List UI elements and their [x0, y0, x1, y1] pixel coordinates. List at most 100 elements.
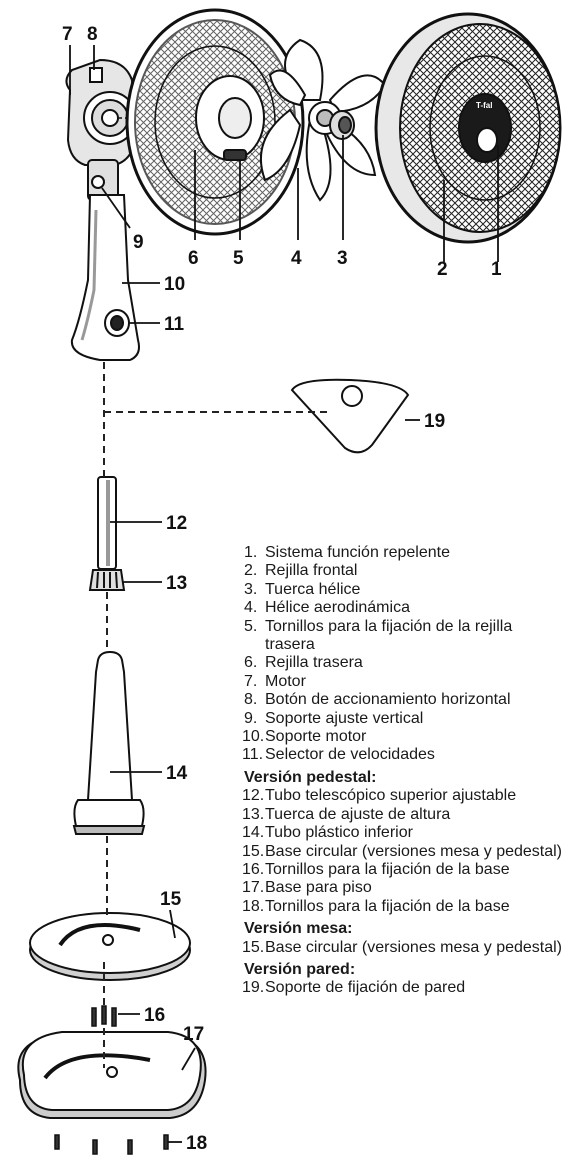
legend-item: 17.Base para piso: [242, 879, 580, 897]
legend-item-number: 6.: [244, 654, 258, 672]
legend-item-number: 4.: [244, 599, 258, 617]
legend-item-text: Rejilla frontal: [265, 562, 358, 580]
height-nut: [88, 569, 126, 591]
legend-item: 13.Tuerca de ajuste de altura: [242, 805, 580, 824]
legend-item-text: Motor: [265, 672, 306, 690]
legend-item-number: 15.: [242, 842, 265, 860]
callout-13: 13: [166, 573, 187, 594]
legend-item-text: Hélice aerodinámica: [265, 599, 410, 617]
legend-item: 15.Base circular (versiones mesa y pedes…: [242, 938, 580, 957]
callout-5: 5: [233, 248, 244, 269]
callout-16: 16: [144, 1005, 165, 1026]
legend-item: 16.Tornillos para la fijación de la base: [242, 860, 580, 879]
legend-item-text: Sistema función repelente: [265, 544, 450, 561]
legend-item: 19.Soporte de fijación de pared: [242, 979, 580, 997]
callout-7: 7: [62, 24, 73, 45]
legend-item-number: 13.: [242, 805, 265, 823]
callout-12: 12: [166, 513, 187, 534]
callout-numbers: 1 2 3 4 5 6 7 8 9 10 11 19 12 13 14 15 1…: [62, 24, 502, 1154]
legend-item-text: Soporte motor: [265, 728, 367, 746]
propeller-nut: [329, 110, 355, 140]
floor-base: [17, 1031, 207, 1119]
lower-tube: [72, 650, 146, 835]
callout-2: 2: [437, 259, 448, 280]
legend-item-number: 10.: [242, 728, 265, 746]
legend-item: 1. Sistema función repelente: [244, 544, 580, 562]
base-screws: [91, 1005, 117, 1027]
legend-item-number: 11.: [242, 746, 264, 764]
legend-item: 6. Rejilla trasera: [244, 654, 580, 672]
legend-item-text: Soporte de fijación de pared: [265, 979, 466, 997]
legend-item-number: 8.: [244, 691, 258, 709]
brand-logo: T-fal: [476, 101, 492, 110]
callout-9: 9: [133, 232, 144, 253]
legend-item: 10.Soporte motor: [242, 728, 580, 746]
callout-17: 17: [183, 1024, 204, 1045]
motor-head: [65, 58, 250, 166]
rear-grille: [125, 8, 305, 236]
legend-item-text: Tornillos para la fijación de la base: [265, 860, 510, 878]
legend-item-number: 2.: [244, 562, 258, 580]
legend-item-text: Selector de velocidades: [265, 746, 435, 764]
callout-14: 14: [166, 763, 188, 784]
round-base: [29, 912, 191, 981]
legend-item: 7. Motor: [244, 673, 580, 691]
legend-item: 2. Rejilla frontal: [244, 562, 580, 580]
legend-item-text: Tubo plástico inferior: [265, 824, 413, 842]
callout-6: 6: [188, 248, 199, 269]
wall-bracket: [290, 378, 410, 454]
legend-item-number: 9.: [244, 709, 258, 727]
legend-item: 12.Tubo telescópico superior ajustable: [242, 787, 580, 805]
legend-item-number: 17.: [242, 879, 265, 897]
callout-1: 1: [491, 259, 502, 280]
legend-item-number: 15.: [242, 938, 265, 956]
legend-item: 4. Hélice aerodinámica: [244, 599, 580, 617]
legend-item: 15.Base circular (versiones mesa y pedes…: [242, 842, 580, 861]
mesa-heading: Versión mesa:: [244, 920, 353, 938]
legend-item: 9. Soporte ajuste vertical: [244, 710, 580, 728]
legend-item: 8. Botón de accionamiento horizontal: [244, 691, 580, 709]
callout-11: 11: [164, 314, 185, 335]
legend-item-text: Botón de accionamiento horizontal: [265, 691, 511, 709]
legend-item-text: Tuerca hélice: [265, 580, 361, 598]
legend-item-number: 1.: [244, 544, 258, 561]
callout-18: 18: [186, 1133, 207, 1154]
legend-item-text: Base para piso: [265, 879, 372, 897]
parts-legend: 1. Sistema función repelente 2. Rejilla fro…: [242, 544, 580, 998]
legend-item-text: Soporte ajuste vertical: [265, 709, 424, 727]
floor-screws: [54, 1134, 169, 1155]
legend-item-number: 18.: [242, 897, 265, 915]
legend-item-text: Tubo telescópico superior ajustable: [265, 787, 517, 805]
legend-item: 5. Tornillos para la fijación de la rejil…: [244, 618, 580, 655]
legend-item-number: 5.: [244, 617, 258, 635]
callout-15: 15: [160, 889, 182, 910]
legend-item-text: Rejilla trasera: [265, 654, 363, 672]
pared-heading: Versión pared:: [244, 960, 356, 978]
callout-3: 3: [337, 248, 348, 269]
front-grille: T-fal: [374, 12, 562, 244]
callout-4: 4: [291, 248, 302, 269]
legend-item: 14.Tubo plástico inferior: [242, 824, 580, 842]
legend-item: 11.Selector de velocidades: [242, 746, 580, 764]
callout-8: 8: [87, 24, 98, 45]
legend-item: 18.Tornillos para la fijación de la base: [242, 897, 580, 916]
legend-item-number: 12.: [242, 787, 265, 805]
legend-item-number: 14.: [242, 824, 265, 842]
legend-item-number: 16.: [242, 860, 265, 878]
assembly-axis: [103, 362, 330, 1068]
legend-item-text: Base circular (versiones mesa y pedestal…: [265, 938, 563, 956]
upper-tube: [97, 476, 117, 570]
callout-19: 19: [424, 411, 445, 432]
legend-item-text: Base circular (versiones mesa y pedestal…: [265, 842, 563, 860]
motor-support: [70, 194, 140, 361]
callout-10: 10: [164, 274, 185, 295]
legend-item-number: 3.: [244, 580, 258, 598]
legend-item: 3. Tuerca hélice: [244, 581, 580, 599]
legend-item-number: 7.: [244, 672, 258, 690]
legend-item-number: 19.: [242, 979, 265, 997]
leader-lines: [69, 45, 499, 1143]
legend-item-text: Tornillos para la fijación de la rejilla…: [265, 617, 513, 654]
legend-item-text: Tornillos para la fijación de la base: [265, 897, 510, 915]
legend-item-text: Tuerca de ajuste de altura: [265, 805, 451, 823]
pedestal-heading: Versión pedestal:: [244, 768, 377, 786]
